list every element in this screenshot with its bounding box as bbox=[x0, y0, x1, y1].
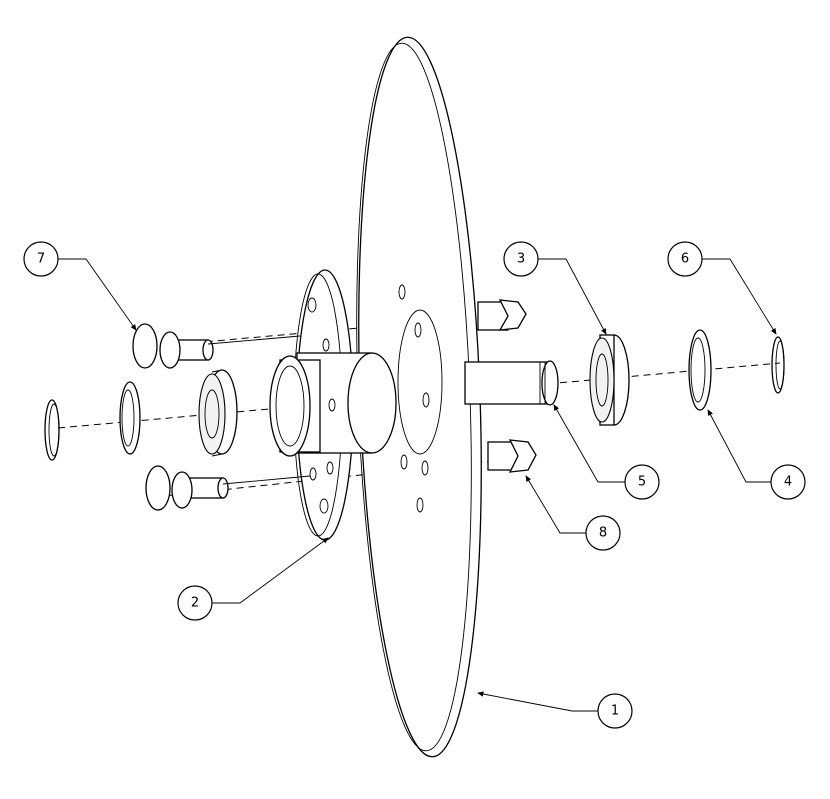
hub-part-2 bbox=[269, 269, 397, 541]
snap-ring-part-6 bbox=[771, 336, 785, 394]
leader-line-1 bbox=[477, 691, 598, 712]
seal-left bbox=[119, 381, 141, 455]
balloon-1-label: 1 bbox=[611, 704, 619, 719]
leader-line-4 bbox=[707, 409, 771, 483]
balloon-4: 4 bbox=[770, 464, 806, 500]
balloon-3: 3 bbox=[503, 241, 539, 277]
leader-line-3 bbox=[538, 258, 607, 335]
shaft-part-5 bbox=[464, 360, 559, 406]
balloon-2: 2 bbox=[177, 585, 213, 621]
snap-ring-left bbox=[44, 399, 60, 461]
leader-line-2 bbox=[212, 537, 329, 604]
seal-part-4 bbox=[688, 329, 712, 411]
balloon-5: 5 bbox=[624, 464, 660, 500]
balloon-5-label: 5 bbox=[638, 475, 646, 490]
nut-part-8-lower bbox=[487, 439, 537, 473]
bolt-part-7-upper bbox=[132, 323, 301, 369]
bearing-left bbox=[198, 369, 238, 457]
leader-line-5 bbox=[553, 404, 625, 483]
balloon-7-label: 7 bbox=[37, 252, 45, 267]
balloon-8-label: 8 bbox=[599, 526, 607, 541]
balloon-4-label: 4 bbox=[784, 475, 792, 490]
balloon-7: 7 bbox=[23, 241, 59, 277]
leader-line-8 bbox=[525, 475, 586, 534]
balloon-1: 1 bbox=[597, 693, 633, 729]
balloon-8: 8 bbox=[585, 515, 621, 551]
balloon-2-label: 2 bbox=[191, 596, 199, 611]
balloon-6: 6 bbox=[667, 241, 703, 277]
leader-line-7 bbox=[58, 258, 137, 331]
balloon-3-label: 3 bbox=[517, 252, 525, 267]
leader-line-6 bbox=[702, 258, 777, 335]
nut-part-8-upper bbox=[477, 299, 527, 331]
balloon-6-label: 6 bbox=[681, 252, 689, 267]
bearing-part-3 bbox=[589, 334, 630, 426]
bolt-part-7-lower bbox=[145, 465, 311, 511]
